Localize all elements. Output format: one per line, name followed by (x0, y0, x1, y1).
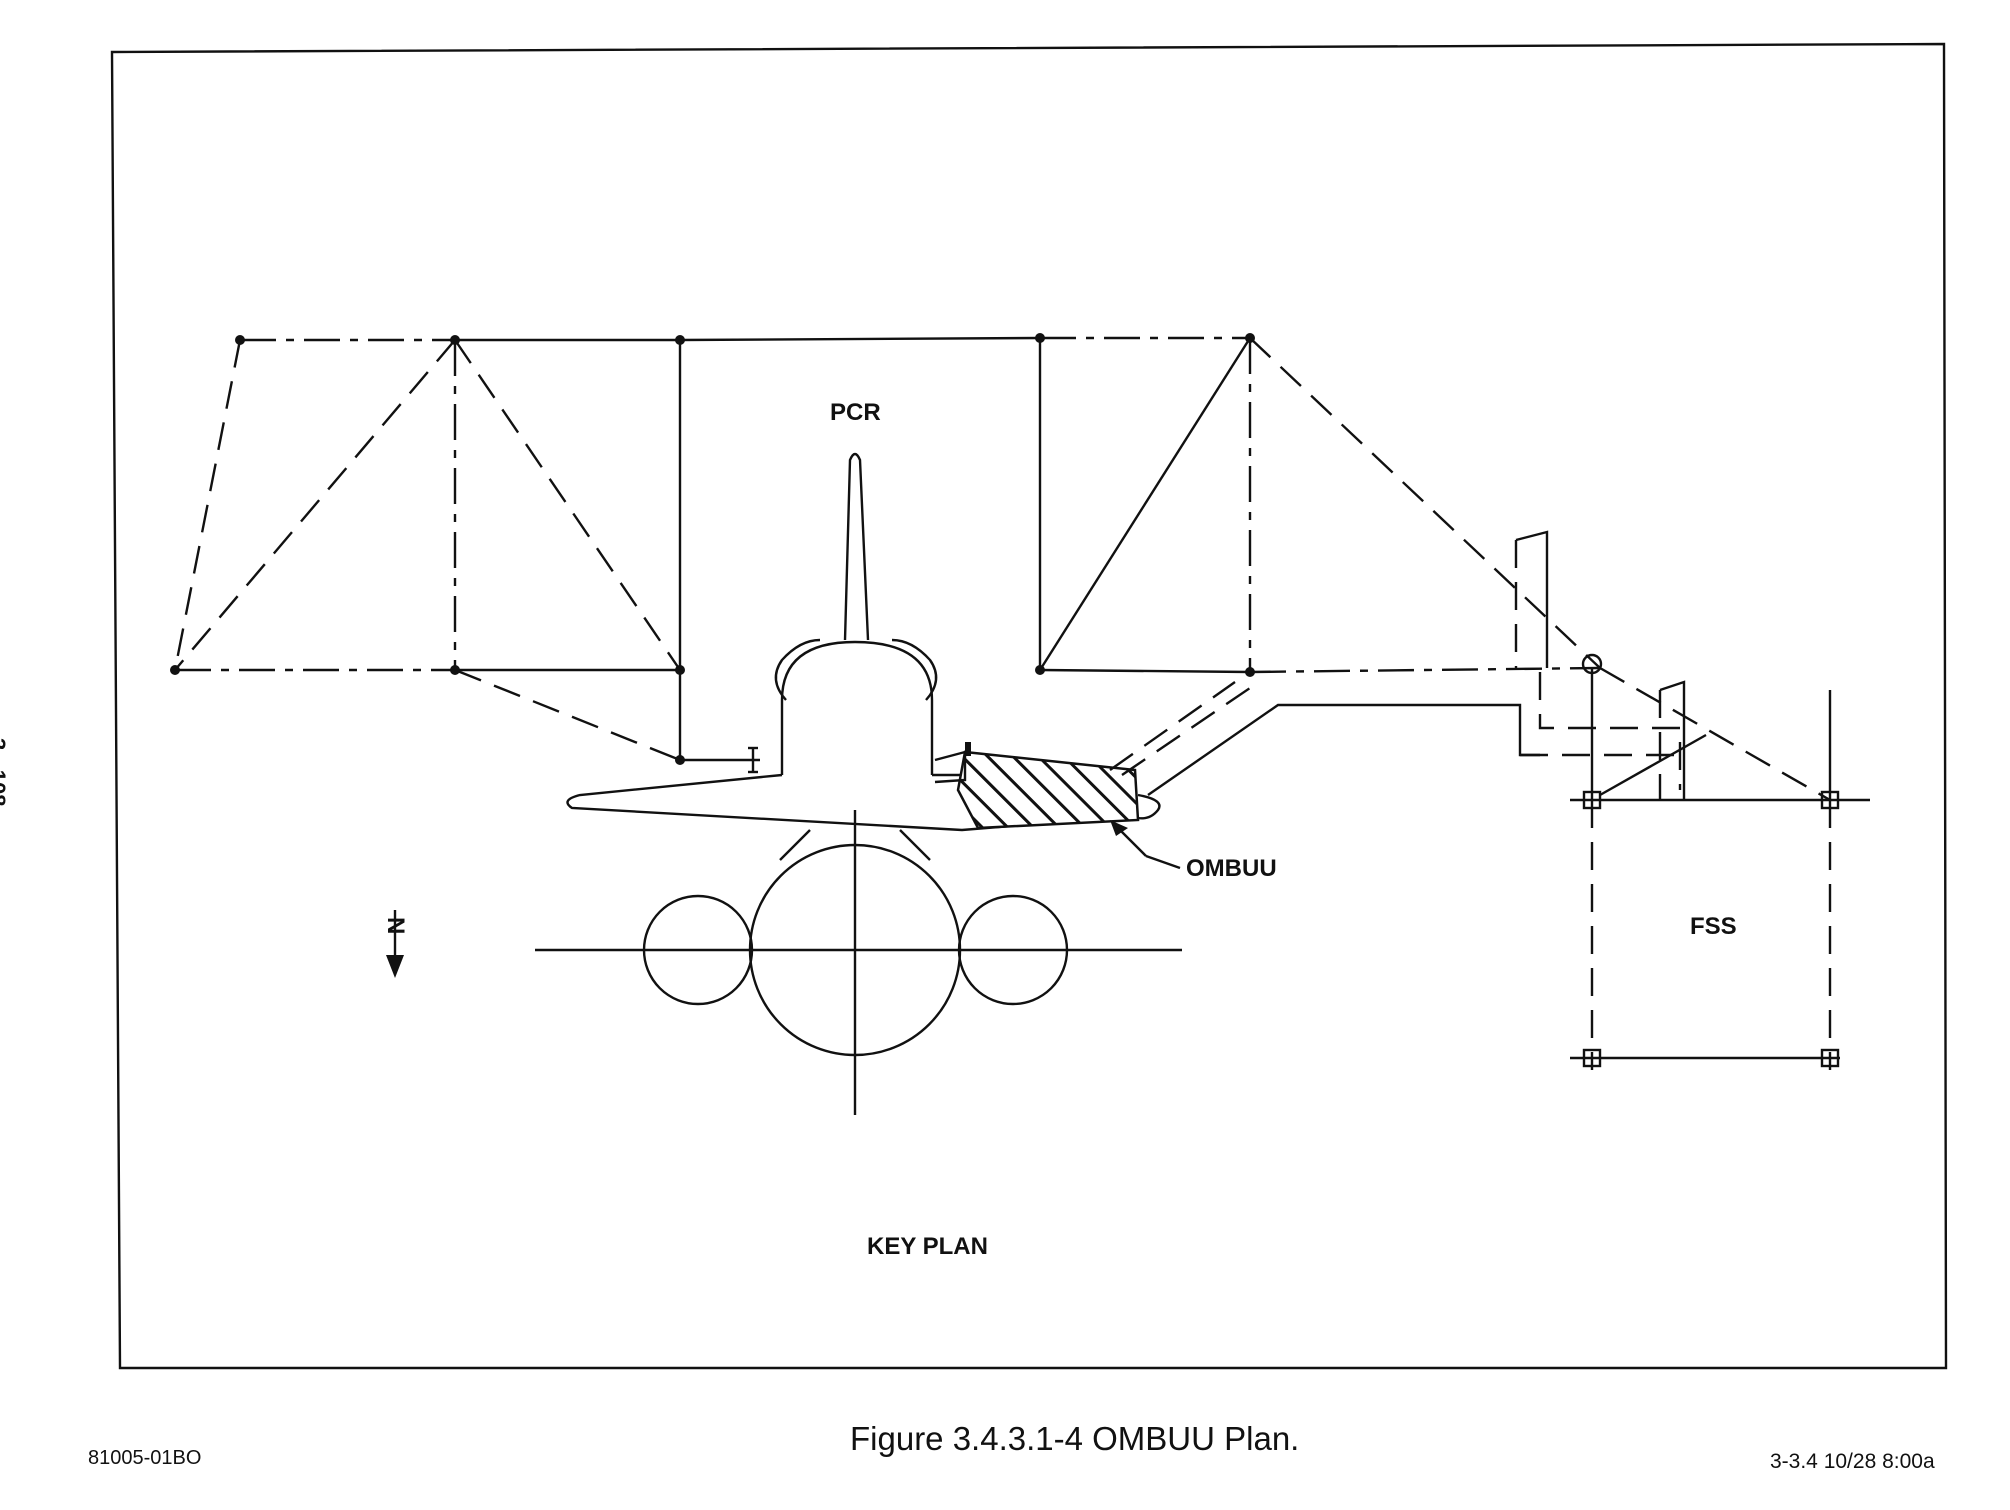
launch-vehicle-stack (535, 829, 1182, 1057)
revision-stamp: 3-3.4 10/28 8:00a (1770, 1450, 1935, 1473)
pcr-truss-left (173, 338, 760, 774)
pcr-label: PCR (830, 399, 881, 426)
document-number: 81005-01BO (88, 1447, 202, 1469)
ombuu-unit (934, 681, 1540, 870)
figure-caption: Figure 3.4.3.1-4 OMBUU Plan. (850, 1420, 1300, 1457)
fss-structure (1514, 530, 1870, 1070)
key-plan-label: KEY PLAN (867, 1233, 988, 1260)
pcr-truss-right (679, 336, 1601, 674)
ombuu-label: OMBUU (1186, 855, 1277, 882)
figure-border (110, 42, 1948, 1370)
orbiter-outline (566, 452, 1086, 1115)
north-label: N (382, 917, 409, 934)
page-number: 3 - 108 (0, 738, 10, 807)
truss-joints (170, 333, 1255, 765)
fss-label: FSS (1690, 913, 1737, 940)
north-arrow (386, 910, 404, 978)
